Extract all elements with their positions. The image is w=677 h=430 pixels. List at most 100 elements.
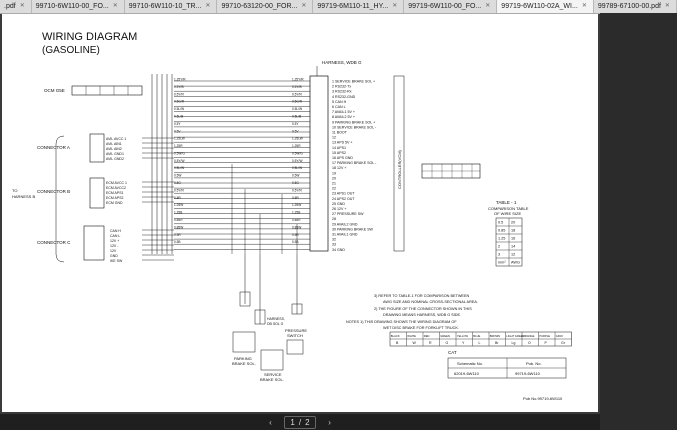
wire-code: 0.5B [174, 240, 181, 244]
connector-c-wire: 12V - [110, 244, 119, 248]
tab-label: 99789-67100-00.pdf [597, 3, 661, 10]
pressure-switch [286, 339, 304, 355]
connector-b-wire: ECM APS1 [106, 191, 124, 195]
wire-code: 0.5G [174, 181, 181, 185]
color-name: BLACK [391, 334, 400, 338]
controller-pin: 6 CAN L [332, 105, 346, 109]
tab-item[interactable]: 99789-67100-00.pdf✕ [593, 0, 677, 13]
harness-small-label: HARNESS, [267, 317, 285, 321]
tab-item[interactable]: 99719-6M110-11_HY...✕ [313, 0, 405, 13]
harness-top-label: HARNESS, WDB G [322, 60, 362, 65]
tab-item[interactable]: 99710-6W110-10_TR...✕ [124, 0, 218, 13]
controller-pin: 5 CAN H [332, 100, 347, 104]
wire-code: 0.5L/W [292, 107, 302, 111]
close-icon[interactable]: ✕ [205, 3, 211, 9]
tab-item[interactable]: .pdf✕ [0, 0, 32, 13]
ocm-label: OCM G5E [44, 88, 65, 93]
controller-pin: 32 [332, 238, 336, 242]
connector-c-wire: IKE SW [110, 259, 123, 263]
controller-pin: 23 APS1 OUT [332, 192, 355, 196]
wire-code: 1.25W [174, 203, 183, 207]
table-title: TABLE - 1 [496, 200, 517, 205]
wire-code: 0.5W/G [292, 151, 303, 155]
color-name: WHITE [407, 334, 416, 338]
connector-b-wire: ECM AVCC 1 [106, 181, 127, 185]
wire-code: 0.5R [292, 196, 299, 200]
close-icon[interactable]: ✕ [485, 3, 491, 9]
pub-footer: Pub No.99719-6W110 [523, 396, 563, 401]
color-name: ORANGE [523, 334, 535, 338]
controller-pin: 11 BOOT [332, 131, 348, 135]
viewer-footer: ‹ 1 / 2 › [0, 414, 600, 430]
table-cell: 0.5 [498, 221, 503, 225]
connector-c-wire: 12V [110, 249, 117, 253]
wire-code: 0.5Y/B [174, 85, 184, 89]
color-name: RED [424, 334, 430, 338]
color-name: LIGHT GREEN [506, 334, 524, 338]
to-label: TO [12, 188, 17, 193]
controller-pin: 22 [332, 187, 336, 191]
wire-code: 0.5L/W [292, 166, 302, 170]
table-cell: 1.25 [498, 237, 505, 241]
color-name: BROWN [490, 334, 500, 338]
connector-c-wire: CAN H [110, 229, 121, 233]
service-label: SERVICE [264, 372, 282, 377]
close-icon[interactable]: ✕ [664, 3, 670, 9]
connector-a-wire: AVIL GND1 [106, 152, 124, 156]
tab-item[interactable]: 99719-6W110-00_FO...✕ [404, 0, 498, 13]
controller-pin: 18 12V + [332, 166, 347, 170]
connector-a-wire: AVIL GND2 [106, 157, 124, 161]
connector-b-shape [89, 177, 105, 209]
ocm-connector [71, 85, 143, 96]
schematic-no: 62019-6W110 [454, 371, 480, 376]
color-code: G [446, 341, 449, 345]
connector-a-wire: AVIL AIN1 [106, 142, 122, 146]
connector-b-label: CONNECTOR B [37, 189, 70, 194]
tab-item[interactable]: 99710-63120-00_FOR...✕ [217, 0, 314, 13]
controller-box [393, 75, 405, 252]
cat-label: CAT [448, 350, 457, 355]
next-page-button[interactable]: › [328, 417, 331, 427]
table-caption-2: OF WIRE SIZE [494, 211, 521, 216]
close-icon[interactable]: ✕ [112, 3, 118, 9]
table-caption: COMPARISON TABLE [488, 206, 529, 211]
tab-item[interactable]: 99710-6W110-00_FO...✕ [31, 0, 125, 13]
connector-b-wire: ECM APS2 [106, 196, 124, 200]
parking-brake-solenoid [232, 331, 256, 353]
pdf-viewer[interactable]: WIRING DIAGRAM (GASOLINE) OCM G5E CONNEC… [0, 14, 600, 414]
page-current: 1 [290, 417, 295, 427]
wire-code: 0.5L/B [174, 114, 183, 118]
wire-code: 0.5Y/R [174, 92, 184, 96]
connector-a-label: CONNECTOR A [37, 145, 70, 150]
controller-pin: 26 12V + [332, 207, 347, 211]
wire-code: 0.5Y/W [292, 159, 302, 163]
wire-code: 0.5W [292, 174, 299, 178]
controller-pin: 21 [332, 182, 336, 186]
table-cell: 16 [511, 237, 515, 241]
tab-item[interactable]: 99719-6W110-02A_WI...✕ [497, 0, 594, 13]
close-icon[interactable]: ✕ [392, 3, 398, 9]
close-icon[interactable]: ✕ [581, 3, 587, 9]
tab-label: 99710-63120-00_FOR... [221, 3, 298, 10]
wire-code: 0.5L/B [292, 114, 301, 118]
controller-pin: 8 AVAIL2 5V + [332, 115, 355, 119]
close-icon[interactable]: ✕ [301, 3, 307, 9]
previous-page-button[interactable]: ‹ [269, 417, 272, 427]
wire-code: 0.5B [292, 240, 299, 244]
close-icon[interactable]: ✕ [19, 3, 25, 9]
color-code: Gr [561, 341, 566, 345]
controller-pin: 3 RS232-Rx [332, 90, 352, 94]
page-indicator[interactable]: 1 / 2 [284, 415, 316, 429]
connector-a-wire: AVIL AIN2 [106, 147, 122, 151]
wire-code: 1.25Y/R [174, 78, 186, 82]
table-cell: mm² [498, 261, 506, 265]
wire-code: 1.25B [292, 211, 300, 215]
wire-code: 0.5Y [292, 122, 299, 126]
color-code: Lg [512, 341, 516, 345]
controller-pin: 4 RS232-GND [332, 95, 356, 99]
controller-pin: 7 AVAIL1 5V + [332, 110, 355, 114]
table-cell: AWG [511, 261, 520, 265]
color-code: Y [462, 341, 465, 345]
diagram-subtitle: (GASOLINE) [42, 45, 100, 56]
controller-pin: 2 RS232-Tx [332, 85, 351, 89]
